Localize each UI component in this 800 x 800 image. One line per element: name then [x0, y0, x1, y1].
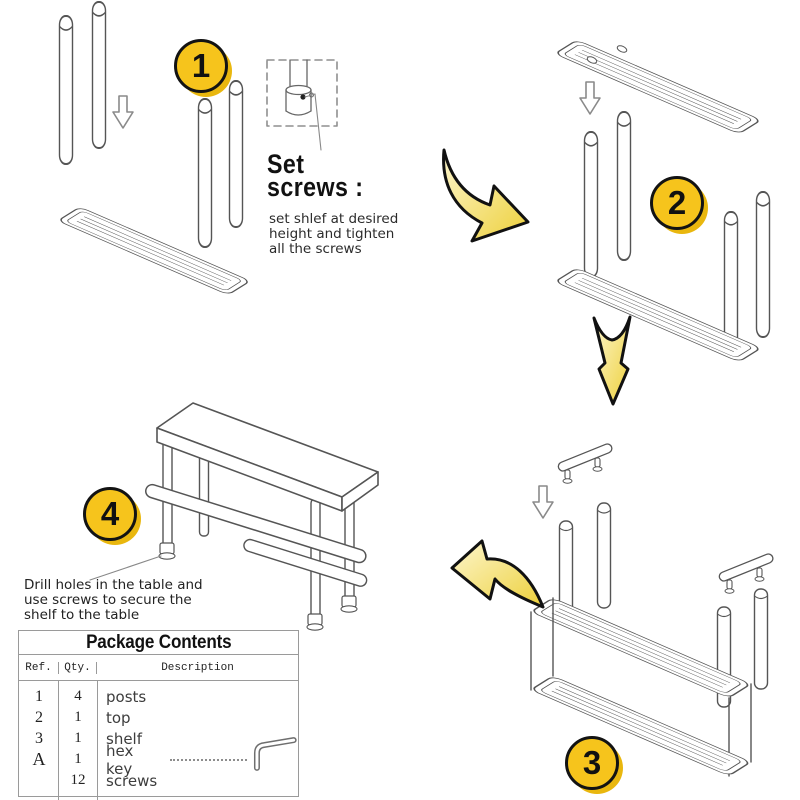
set-screws-heading: Set screws :: [267, 149, 364, 202]
column-header-ref: Ref.: [19, 661, 59, 674]
cell-qty: 1: [74, 730, 82, 746]
table-row: 3 1 shelf: [19, 728, 298, 749]
set-screws-note-line1: set shlef at desired: [269, 211, 399, 227]
set-screws-note-line2: height and tighten: [269, 226, 395, 242]
package-contents-title-text: Package Contents: [85, 631, 232, 653]
package-contents-title: Package Contents: [19, 631, 298, 655]
cell-desc: posts: [106, 687, 147, 706]
set-screws-heading-line1: Set: [267, 149, 305, 179]
curved-arrow-right-icon: [442, 148, 530, 243]
column-divider: [97, 681, 98, 800]
cell-qty: 1: [74, 751, 82, 767]
table-row: 1 4 posts: [19, 686, 298, 707]
step-1-badge: 1: [174, 39, 228, 93]
cell-desc: screws: [106, 771, 158, 790]
step-2-badge: 2: [650, 176, 704, 230]
set-screws-note-line3: all the screws: [269, 241, 362, 257]
insert-down-arrow-icon: [532, 485, 554, 519]
cell-desc: shelf: [106, 729, 142, 748]
insert-down-arrow-icon: [112, 95, 134, 129]
dotted-leader-line: [169, 758, 248, 761]
cell-qty: 1: [74, 709, 82, 725]
set-screws-heading-line2: screws :: [267, 172, 364, 202]
package-contents-table: Package Contents Ref. Qty. Description 1…: [18, 630, 299, 800]
column-header-description: Description: [161, 661, 234, 674]
table-row: 12 screws: [19, 770, 298, 791]
cell-ref: 2: [35, 708, 43, 726]
cell-desc: hex key: [106, 741, 134, 778]
set-screw-detail-icon: [266, 59, 338, 151]
cell-ref: A: [32, 749, 46, 769]
column-divider: [58, 681, 59, 800]
step3-shelf-assembly-diagram: [530, 441, 775, 777]
step2-top-assembly-diagram: [554, 39, 771, 363]
step4-finished-shelf-diagram: [89, 402, 379, 631]
set-screws-note: set shlef at desired height and tighten …: [269, 212, 398, 257]
curved-arrow-left-icon: [450, 539, 545, 609]
hex-key-icon: [254, 736, 298, 771]
insert-down-arrow-icon: [579, 81, 601, 115]
table-row: 2 1 top: [19, 707, 298, 728]
cell-desc: top: [106, 708, 131, 727]
down-arrow-icon: [592, 315, 632, 406]
column-header-qty: Qty.: [59, 661, 97, 674]
cell-qty: 4: [74, 688, 82, 704]
cell-ref: 3: [35, 729, 43, 747]
table-row: A 1 hex key: [19, 736, 298, 778]
cell-ref: 1: [35, 687, 43, 705]
package-contents-header-row: Ref. Qty. Description: [19, 655, 298, 681]
step4-note-line3: shelf to the table: [24, 607, 140, 624]
step4-note-line2: use screws to secure the: [24, 592, 192, 609]
step1-posts-diagram: [57, 0, 251, 296]
step-3-badge: 3: [565, 736, 619, 790]
cell-qty: 12: [70, 772, 86, 788]
step-4-badge: 4: [83, 487, 137, 541]
package-contents-body: 1 4 posts 2 1 top 3 1 shelf A 1 hex key: [19, 681, 298, 800]
step4-note-line1: Drill holes in the table and: [24, 577, 203, 593]
step4-note: Drill holes in the table and use screws …: [24, 577, 203, 624]
